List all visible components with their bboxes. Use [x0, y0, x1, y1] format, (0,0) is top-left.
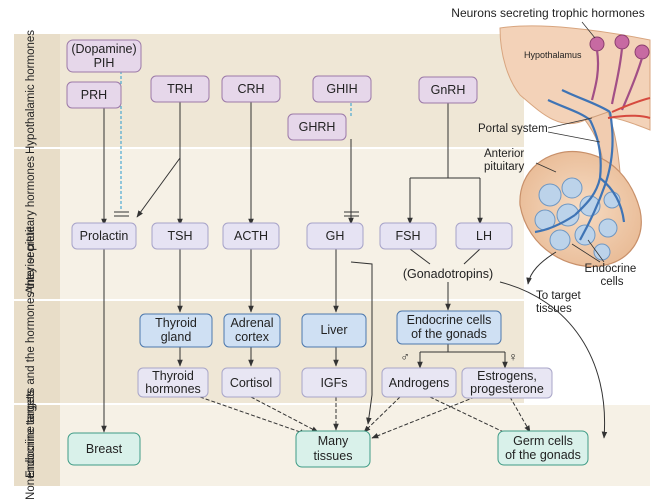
svg-text:Liver: Liver: [320, 323, 347, 337]
androgens-box: Androgens: [381, 367, 457, 398]
svg-text:LH: LH: [476, 229, 492, 243]
ghih-box: GHIH: [312, 75, 372, 103]
svg-text:of the gonads: of the gonads: [411, 327, 487, 341]
prolactin-box: Prolactin: [71, 222, 137, 250]
svg-text:Germ cells: Germ cells: [513, 434, 573, 448]
svg-text:gland: gland: [161, 330, 192, 344]
svg-text:TSH: TSH: [168, 229, 193, 243]
gh-box: GH: [306, 222, 364, 250]
svg-text:CRH: CRH: [237, 82, 264, 96]
svg-text:Prolactin: Prolactin: [80, 229, 129, 243]
svg-text:IGFs: IGFs: [320, 376, 347, 390]
hypothalamic-hormone-boxes: (Dopamine) PIH PRH TRH CRH GHIH GHRH GnR…: [66, 39, 478, 141]
cortisol-box: Cortisol: [221, 367, 281, 398]
row-label-pituitary: Anterior pituitary hormones: [25, 156, 37, 294]
svg-text:FSH: FSH: [396, 229, 421, 243]
illustration-labels: Neurons secreting trophic hormones Hypot…: [451, 6, 644, 315]
portal-system-label: Portal system: [478, 123, 548, 135]
hypothalamus-label: Hypothalamus: [524, 50, 582, 60]
endocrine-target-boxes: Thyroid gland Adrenal cortex Liver Endoc…: [139, 310, 502, 348]
prh-box: PRH: [66, 81, 122, 109]
tsh-box: TSH: [151, 222, 209, 250]
svg-text:Endocrine cells: Endocrine cells: [407, 313, 492, 327]
svg-text:Androgens: Androgens: [389, 376, 449, 390]
blood-vessel-red: [607, 97, 651, 119]
row-labels: Hypothalamic hormones Anterior pituitary…: [25, 30, 37, 499]
fsh-box: FSH: [379, 222, 437, 250]
adrenal-cortex-box: Adrenal cortex: [223, 313, 281, 348]
svg-text:ACTH: ACTH: [234, 229, 268, 243]
ghrh-box: GHRH: [287, 113, 347, 141]
svg-text:PIH: PIH: [94, 56, 115, 70]
liver-box: Liver: [301, 313, 367, 348]
svg-text:PRH: PRH: [81, 88, 107, 102]
dopamine-pih-box: (Dopamine) PIH: [66, 39, 142, 73]
svg-text:tissues: tissues: [314, 449, 353, 463]
row-label-endocrine-targets: Endocrine targets and the hormones they …: [25, 226, 37, 478]
crh-box: CRH: [221, 75, 281, 103]
svg-text:Cortisol: Cortisol: [230, 376, 272, 390]
svg-text:Thyroid: Thyroid: [152, 369, 194, 383]
svg-text:hormones: hormones: [145, 382, 201, 396]
svg-text:GHIH: GHIH: [326, 82, 357, 96]
svg-text:(Dopamine): (Dopamine): [71, 42, 136, 56]
acth-box: ACTH: [222, 222, 280, 250]
svg-text:Estrogens,: Estrogens,: [477, 369, 537, 383]
to-target-tissues-label: To target tissues: [536, 290, 584, 315]
svg-text:Thyroid: Thyroid: [155, 316, 197, 330]
svg-text:Adrenal: Adrenal: [230, 316, 273, 330]
breast-box: Breast: [67, 432, 141, 466]
svg-text:progesterone: progesterone: [470, 382, 544, 396]
neuron-cell-bodies: [589, 34, 650, 60]
row-label-nonendocrine: Nonendocrine targets: [25, 390, 37, 499]
svg-text:of the gonads: of the gonads: [505, 448, 581, 462]
svg-text:GHRH: GHRH: [299, 120, 336, 134]
svg-text:cortex: cortex: [235, 330, 270, 344]
nonendocrine-target-boxes: Breast Many tissues Germ cells of the go…: [67, 430, 589, 468]
neurons-caption: Neurons secreting trophic hormones: [451, 6, 644, 20]
svg-text:TRH: TRH: [167, 82, 193, 96]
gonadotropins-label: (Gonadotropins): [403, 267, 493, 281]
lh-box: LH: [455, 222, 513, 250]
row-label-hypothalamic: Hypothalamic hormones: [25, 30, 37, 154]
male-symbol-icon: ♂: [400, 350, 409, 364]
connectors: [101, 71, 608, 439]
svg-text:Many: Many: [318, 434, 349, 448]
gnrh-box: GnRH: [418, 76, 478, 104]
svg-text:Breast: Breast: [86, 442, 123, 456]
estrogens-progesterone-box: Estrogens, progesterone: [461, 367, 553, 399]
female-symbol-icon: ♀: [508, 350, 517, 364]
thyroid-hormones-box: Thyroid hormones: [137, 367, 209, 398]
anterior-pituitary-label: Anterior pituitary: [484, 148, 527, 173]
portal-vessels: [534, 89, 626, 241]
gonad-endocrine-cells-box: Endocrine cells of the gonads: [396, 310, 502, 345]
many-tissues-box: Many tissues: [295, 430, 371, 468]
pituitary-hormone-boxes: Prolactin TSH ACTH GH FSH LH (Gonadotrop…: [71, 222, 513, 281]
thyroid-gland-box: Thyroid gland: [139, 313, 213, 348]
svg-text:GnRH: GnRH: [431, 83, 466, 97]
secreted-hormone-boxes: Thyroid hormones Cortisol IGFs Androgens…: [137, 350, 553, 399]
svg-text:GH: GH: [326, 229, 345, 243]
trh-box: TRH: [150, 75, 210, 103]
endocrine-cells-label: Endocrine cells: [585, 263, 640, 288]
pituitary-illustration: [499, 25, 651, 268]
igfs-box: IGFs: [301, 367, 367, 398]
germ-cells-box: Germ cells of the gonads: [497, 430, 589, 466]
